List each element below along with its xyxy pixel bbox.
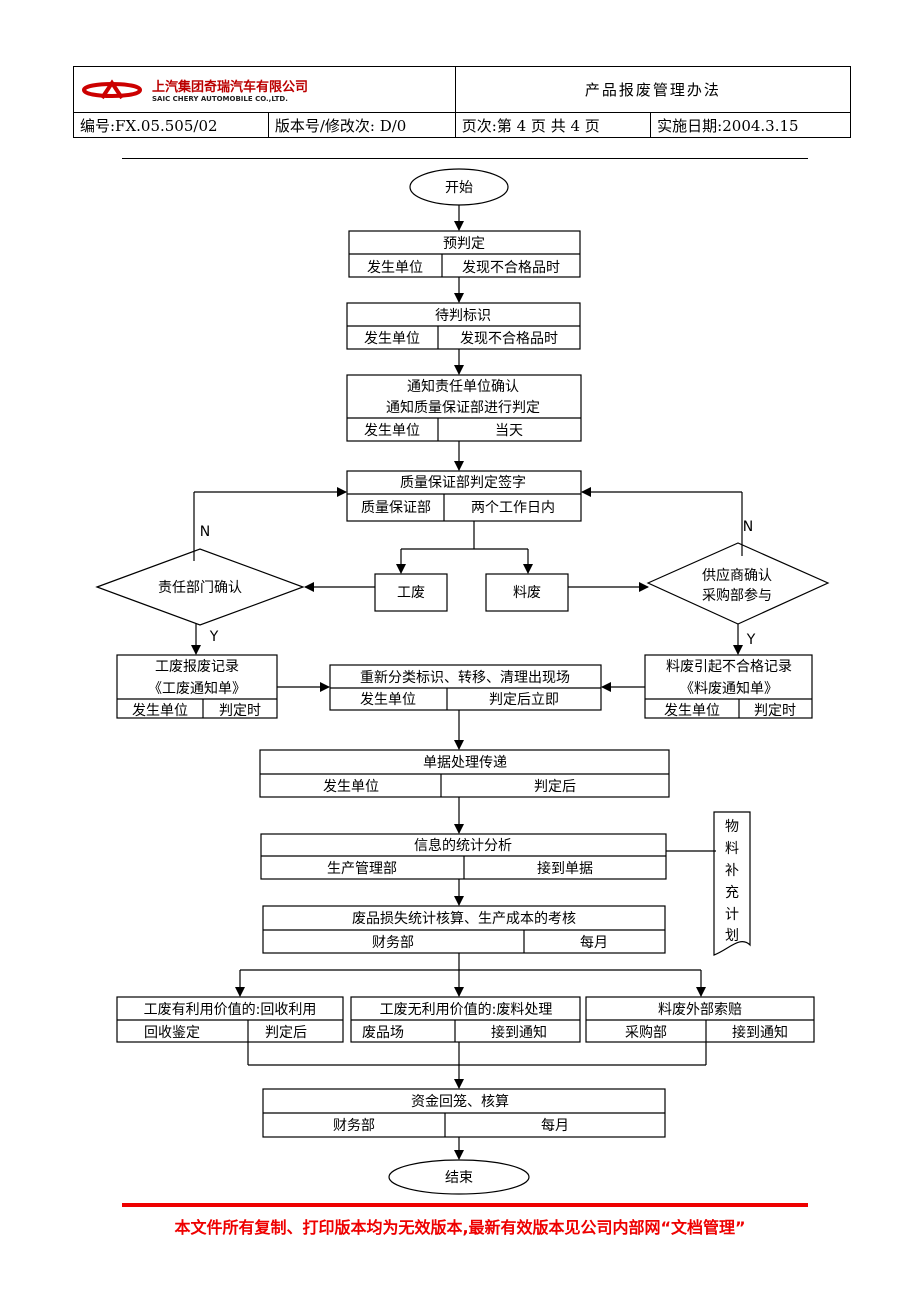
header-rule xyxy=(122,158,808,159)
process-record-line1: 工废报废记录 xyxy=(155,659,239,675)
reuse-right: 判定后 xyxy=(265,1025,307,1041)
chery-logo-icon xyxy=(81,78,143,99)
document-title: 产品报废管理办法 xyxy=(454,66,852,113)
side-doc-char-4: 充 xyxy=(725,885,739,901)
end-label: 结束 xyxy=(445,1170,473,1186)
side-doc-char-3: 补 xyxy=(725,863,739,879)
reuse-title: 工废有利用价值的:回收利用 xyxy=(144,1002,317,1018)
material-record-line2: 《料废通知单》 xyxy=(680,680,778,697)
material-record-right: 判定时 xyxy=(754,703,796,719)
prejudge-left: 发生单位 xyxy=(367,260,423,276)
material-record-box xyxy=(644,654,813,719)
document-header: 上汽集团奇瑞汽车有限公司 SAIC CHERY AUTOMOBILE CO.,L… xyxy=(73,66,852,138)
notify-line1: 通知责任单位确认 xyxy=(407,378,519,395)
process-scrap-label: 工废 xyxy=(397,585,425,601)
dept-y-label: Y xyxy=(209,629,219,645)
footer-rule xyxy=(122,1203,808,1207)
material-record-line1: 料废引起不合格记录 xyxy=(666,659,792,675)
reuse-left: 回收鉴定 xyxy=(144,1025,200,1041)
doc-pass-right: 判定后 xyxy=(534,779,576,795)
prejudge-right: 发现不合格品时 xyxy=(462,260,560,276)
notify-line2: 通知质量保证部进行判定 xyxy=(386,399,540,416)
no-reuse-right: 接到通知 xyxy=(491,1024,547,1041)
process-record-left: 发生单位 xyxy=(132,703,188,719)
pending-title: 待判标识 xyxy=(435,308,491,324)
reclassify-left: 发生单位 xyxy=(360,692,416,708)
logo-cell: 上汽集团奇瑞汽车有限公司 SAIC CHERY AUTOMOBILE CO.,L… xyxy=(73,66,456,113)
notify-box xyxy=(346,374,582,442)
funds-right: 每月 xyxy=(541,1118,569,1134)
supplier-line1: 供应商确认 xyxy=(702,567,772,584)
notify-right: 当天 xyxy=(495,423,523,439)
loss-calc-title: 废品损失统计核算、生产成本的考核 xyxy=(352,911,576,927)
loss-calc-left: 财务部 xyxy=(372,935,414,951)
supplier-confirm-decision xyxy=(646,542,830,625)
supplier-n-label: N xyxy=(743,519,753,535)
dept-confirm-label: 责任部门确认 xyxy=(158,580,242,596)
doc-pass-left: 发生单位 xyxy=(323,779,379,795)
side-doc-char-1: 物 xyxy=(725,819,739,835)
company-name-en: SAIC CHERY AUTOMOBILE CO.,LTD. xyxy=(152,95,288,103)
doc-date: 实施日期:2004.3.15 xyxy=(650,112,851,138)
claim-left: 采购部 xyxy=(625,1025,667,1041)
process-scrap-box xyxy=(374,573,448,612)
side-doc-char-6: 划 xyxy=(725,928,739,944)
stats-right: 接到单据 xyxy=(537,860,593,877)
company-name-cn: 上汽集团奇瑞汽车有限公司 xyxy=(152,80,309,95)
prejudge-title: 预判定 xyxy=(443,236,485,252)
pending-right: 发现不合格品时 xyxy=(460,331,558,347)
end-terminal xyxy=(388,1159,530,1195)
material-plan-doc xyxy=(713,811,751,956)
quality-title: 质量保证部判定签字 xyxy=(400,474,526,491)
quality-right: 两个工作日内 xyxy=(471,500,555,516)
material-scrap-box xyxy=(485,573,569,612)
process-record-right: 判定时 xyxy=(219,703,261,719)
dept-n-label: N xyxy=(200,524,210,540)
doc-pages: 页次:第 4 页 共 4 页 xyxy=(454,112,652,138)
doc-pass-title: 单据处理传递 xyxy=(423,755,507,771)
funds-left: 财务部 xyxy=(333,1118,375,1134)
doc-version: 版本号/修改次: D/0 xyxy=(267,112,456,138)
claim-right: 接到通知 xyxy=(732,1024,788,1041)
supplier-line2: 采购部参与 xyxy=(702,587,772,604)
company-logo: 上汽集团奇瑞汽车有限公司 SAIC CHERY AUTOMOBILE CO.,L… xyxy=(80,76,449,103)
stats-left: 生产管理部 xyxy=(327,861,397,877)
no-reuse-left: 废品场 xyxy=(362,1025,404,1041)
start-label: 开始 xyxy=(445,180,473,196)
supplier-y-label: Y xyxy=(746,632,756,648)
reclassify-right: 判定后立即 xyxy=(489,692,559,708)
side-doc-char-2: 料 xyxy=(725,841,739,857)
claim-title: 料废外部索赔 xyxy=(658,1001,742,1018)
pending-left: 发生单位 xyxy=(364,331,420,347)
no-reuse-title: 工废无利用价值的:废料处理 xyxy=(380,1002,553,1018)
reclassify-title: 重新分类标识、转移、清理出现场 xyxy=(360,670,570,686)
footer-notice: 本文件所有复制、打印版本均为无效版本,最新有效版本见公司内部网“文档管理” xyxy=(174,1218,746,1237)
notify-left: 发生单位 xyxy=(364,423,420,439)
stats-title: 信息的统计分析 xyxy=(414,837,512,854)
funds-title: 资金回笼、核算 xyxy=(411,1093,509,1110)
loss-calc-right: 每月 xyxy=(580,935,608,951)
process-record-line2: 《工废通知单》 xyxy=(148,680,246,697)
quality-left: 质量保证部 xyxy=(361,500,431,516)
doc-code: 编号:FX.05.505/02 xyxy=(73,112,269,138)
dept-confirm-decision xyxy=(95,548,305,626)
side-doc-char-5: 计 xyxy=(725,907,739,923)
material-record-left: 发生单位 xyxy=(664,703,720,719)
material-scrap-label: 料废 xyxy=(513,585,541,601)
